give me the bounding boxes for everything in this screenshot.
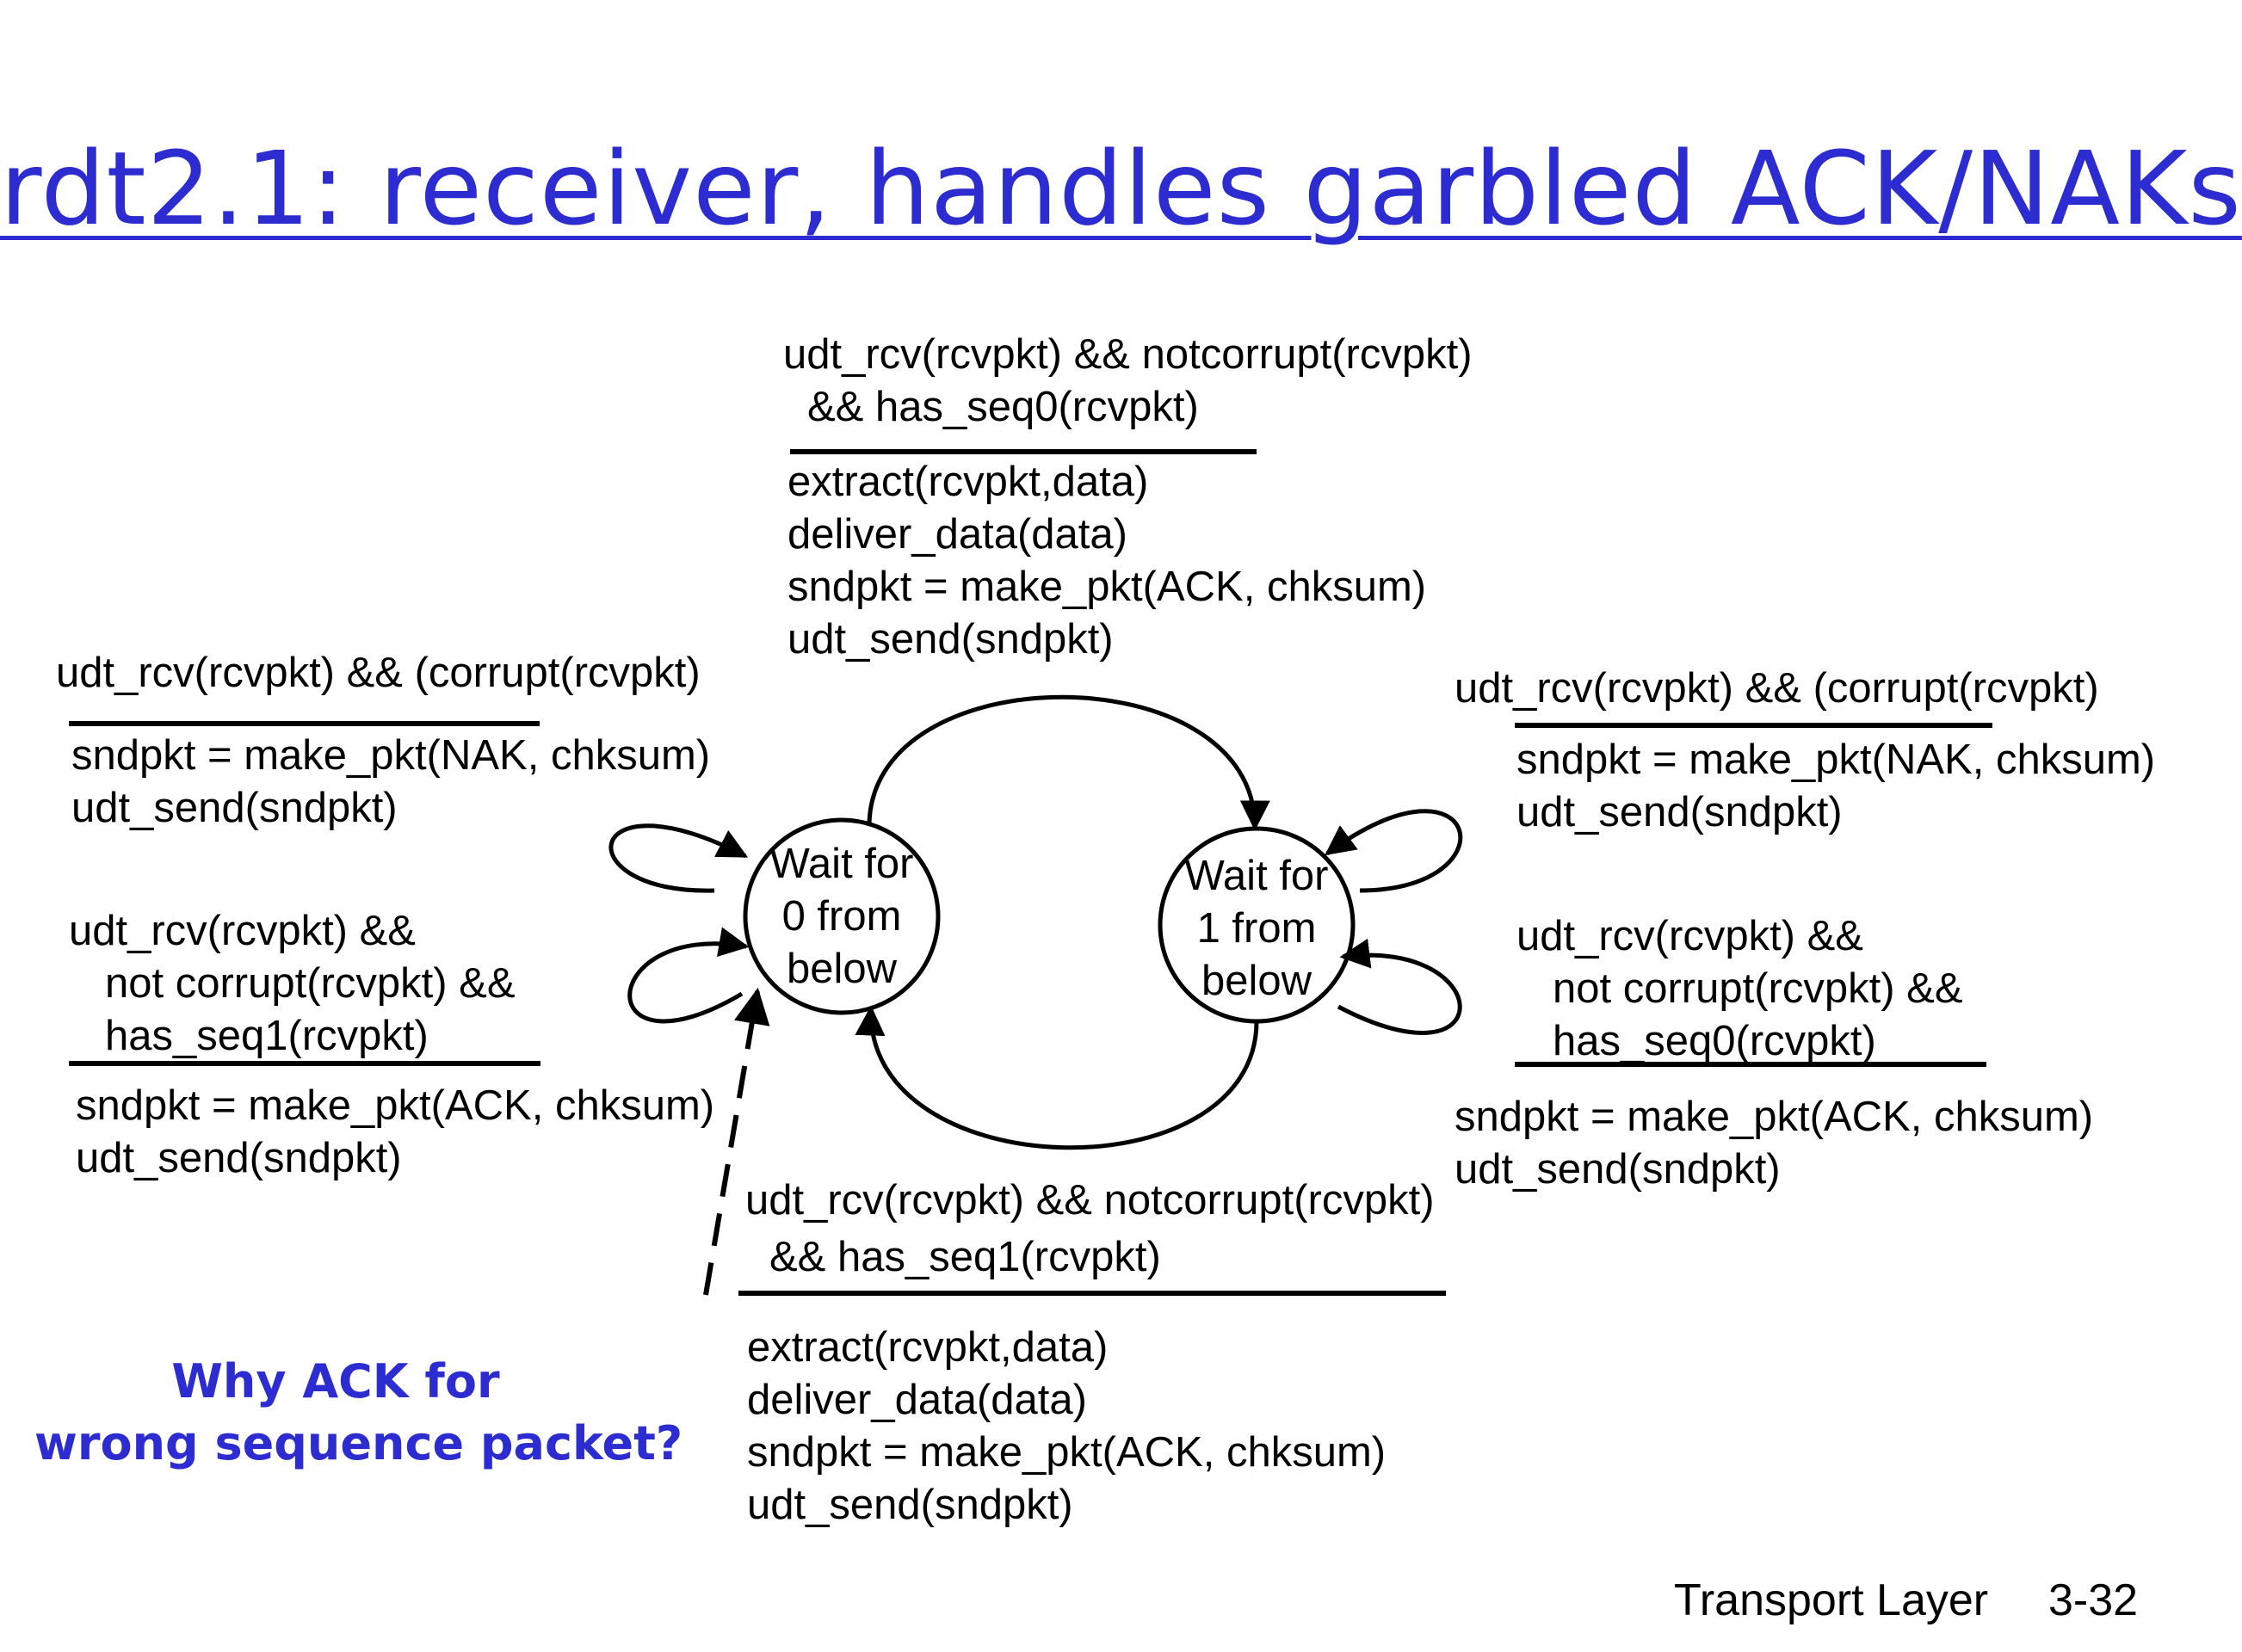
- footer-section: Transport Layer: [1674, 1575, 1989, 1625]
- transition-s1-corrupt-rule: [1515, 723, 1992, 728]
- question-callout: Why ACK for wrong sequence packet?: [34, 1354, 683, 1470]
- transition-s0-s1-actions: extract(rcvpkt,data) deliver_data(data) …: [787, 459, 1427, 663]
- transition-s0-s1-condition: udt_rcv(rcvpkt) && notcorrupt(rcvpkt) &&…: [783, 331, 1473, 430]
- transition-s0-s1-rule: [790, 449, 1257, 454]
- selfloop-s0-corrupt: [608, 823, 749, 893]
- transition-s0-seq1-actions: sndpkt = make_pkt(ACK, chksum) udt_send(…: [76, 1082, 715, 1181]
- transition-s1-s0-rule: [738, 1291, 1446, 1296]
- selfloop-s0-seq1: [627, 927, 750, 1024]
- transition-s0-seq1-condition: udt_rcv(rcvpkt) && not corrupt(rcvpkt) &…: [69, 908, 516, 1059]
- arrow-s0-to-s1: [867, 694, 1270, 831]
- transition-s1-s0-actions: extract(rcvpkt,data) deliver_data(data) …: [747, 1324, 1387, 1528]
- transition-s0-corrupt-rule: [69, 721, 540, 726]
- transition-s0-corrupt-actions: sndpkt = make_pkt(NAK, chksum) udt_send(…: [71, 732, 711, 831]
- transition-s1-seq0-condition: udt_rcv(rcvpkt) && not corrupt(rcvpkt) &…: [1516, 913, 1963, 1064]
- state-label-wait-0: Wait for 0 from below: [769, 841, 914, 992]
- arrow-s1-to-s0: [855, 1005, 1259, 1150]
- selfloop-s1-corrupt: [1325, 809, 1463, 893]
- transition-s0-corrupt-condition: udt_rcv(rcvpkt) && (corrupt(rcvpkt): [56, 650, 701, 696]
- transition-s1-corrupt-condition: udt_rcv(rcvpkt) && (corrupt(rcvpkt): [1455, 665, 2099, 712]
- dashed-pointer-arrow: [703, 987, 770, 1296]
- state-circle-wait-0[interactable]: [743, 817, 941, 1015]
- selfloop-s1-seq0: [1337, 938, 1462, 1035]
- state-label-wait-1: Wait for 1 from below: [1184, 853, 1329, 1004]
- transition-s1-corrupt-actions: sndpkt = make_pkt(NAK, chksum) udt_send(…: [1516, 737, 2156, 835]
- transition-s1-seq0-rule: [1515, 1062, 1986, 1067]
- footer-page-number: 3-32: [2048, 1575, 2139, 1625]
- slide-title: rdt2.1: receiver, handles garbled ACK/NA…: [0, 129, 2242, 248]
- transition-s1-s0-condition: udt_rcv(rcvpkt) && notcorrupt(rcvpkt) &&…: [745, 1177, 1435, 1280]
- transition-s1-seq0-actions: sndpkt = make_pkt(ACK, chksum) udt_send(…: [1455, 1094, 2094, 1193]
- transition-s0-seq1-rule: [69, 1061, 540, 1066]
